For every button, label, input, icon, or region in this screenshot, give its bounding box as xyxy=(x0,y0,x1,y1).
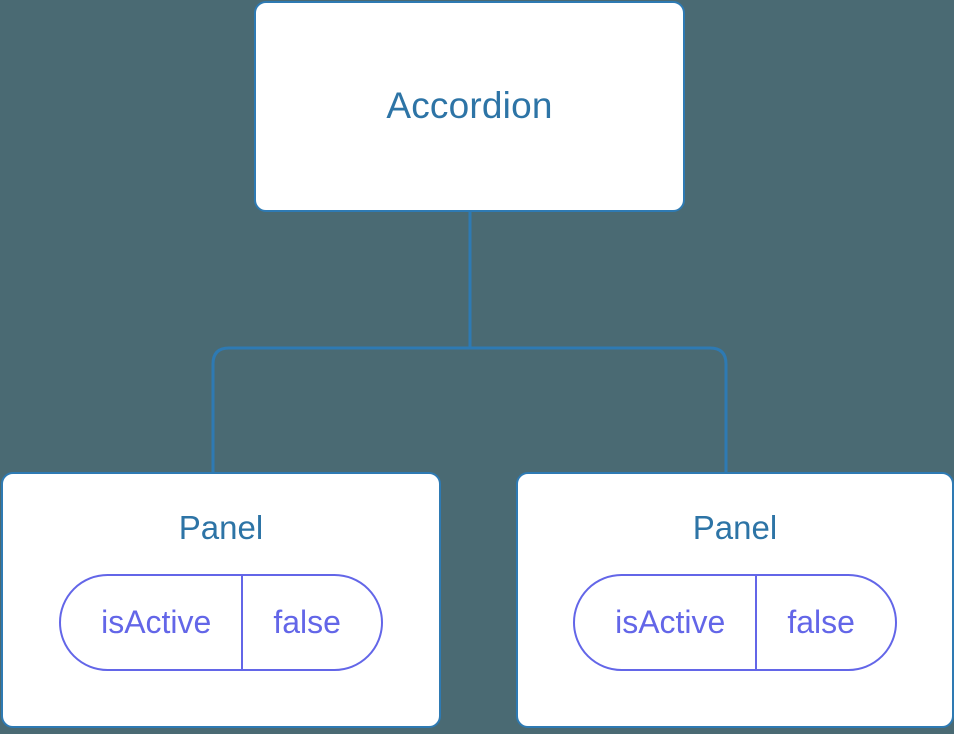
state-key: isActive xyxy=(615,604,726,641)
state-pill[interactable]: isActive false xyxy=(573,574,897,672)
edge-branch-right xyxy=(470,346,728,478)
edge-branch-left xyxy=(211,346,470,478)
node-title: Accordion xyxy=(386,85,553,127)
node-title: Panel xyxy=(692,509,778,546)
node-panel-0[interactable]: Panel isActive false xyxy=(1,472,441,728)
state-pill[interactable]: isActive false xyxy=(59,574,383,672)
node-title: Panel xyxy=(178,509,264,546)
state-value: false xyxy=(241,576,381,670)
state-value: false xyxy=(755,576,895,670)
node-accordion[interactable]: Accordion xyxy=(254,1,685,212)
node-panel-1[interactable]: Panel isActive false xyxy=(516,472,954,728)
state-key: isActive xyxy=(101,604,212,641)
